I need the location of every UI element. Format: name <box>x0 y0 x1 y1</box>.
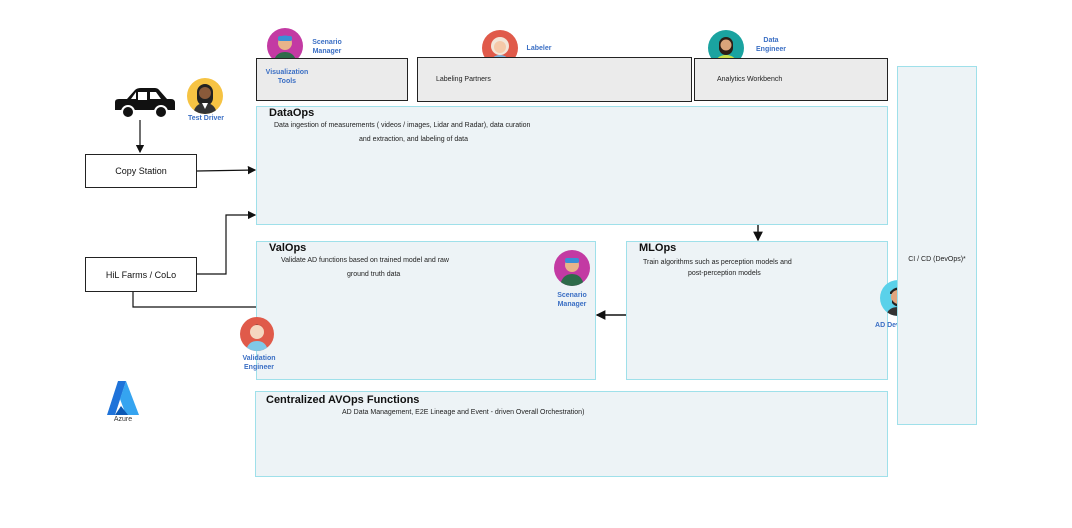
mlops-title: MLOps <box>639 242 677 254</box>
azure-logo-label: Azure <box>113 416 133 423</box>
mlops-panel <box>626 241 888 380</box>
centralized-avops-title: Centralized AVOps Functions <box>266 394 420 406</box>
line-hil-to-valops <box>132 292 256 308</box>
test-driver-label: Test Driver <box>187 115 225 122</box>
scenario-manager-mid-avatar <box>554 250 590 286</box>
azure-logo-icon <box>106 380 140 416</box>
data-engineer-label: Data Engineer <box>756 37 786 53</box>
copy-station-box: Copy Station <box>85 154 197 188</box>
labeling-partners-label: Labeling Partners <box>436 76 491 83</box>
visualization-tools-label: Visualization Tools <box>265 69 309 85</box>
valops-line1: Validate AD functions based on trained m… <box>281 257 449 264</box>
cicd-panel <box>897 66 977 425</box>
hil-farms-box: HiL Farms / CoLo <box>85 257 197 292</box>
analytics-workbench-box <box>694 58 888 101</box>
labeler-label: Labeler <box>526 45 552 52</box>
arrow-copy-station-to-dataops <box>196 165 257 175</box>
mlops-line2: post-perception models <box>688 270 761 277</box>
dataops-title: DataOps <box>269 107 315 119</box>
visualization-tools-box <box>256 58 408 101</box>
scenario-manager-top-label: Scenario Manager <box>312 39 342 55</box>
labeling-partners-box <box>417 57 692 102</box>
dataops-line1: Data ingestion of measurements ( videos … <box>274 122 531 129</box>
dataops-panel <box>256 106 888 225</box>
car-icon <box>111 86 177 122</box>
centralized-avops-line1: AD Data Management, E2E Lineage and Even… <box>342 409 585 416</box>
validation-engineer-label: Validation Engineer <box>242 355 276 371</box>
arrow-hil-to-dataops <box>197 210 257 275</box>
dataops-line2: and extraction, and labeling of data <box>359 136 468 143</box>
valops-title: ValOps <box>269 242 307 254</box>
scenario-manager-mid-label: Scenario Manager <box>557 292 587 308</box>
analytics-workbench-label: Analytics Workbench <box>717 76 783 83</box>
cicd-label: CI / CD (DevOps)* <box>908 256 966 263</box>
valops-line2: ground truth data <box>347 271 401 278</box>
centralized-avops-panel <box>255 391 888 477</box>
valops-panel <box>256 241 596 380</box>
validation-engineer-avatar <box>240 317 274 351</box>
mlops-line1: Train algorithms such as perception mode… <box>643 259 792 266</box>
test-driver-avatar <box>187 78 223 114</box>
